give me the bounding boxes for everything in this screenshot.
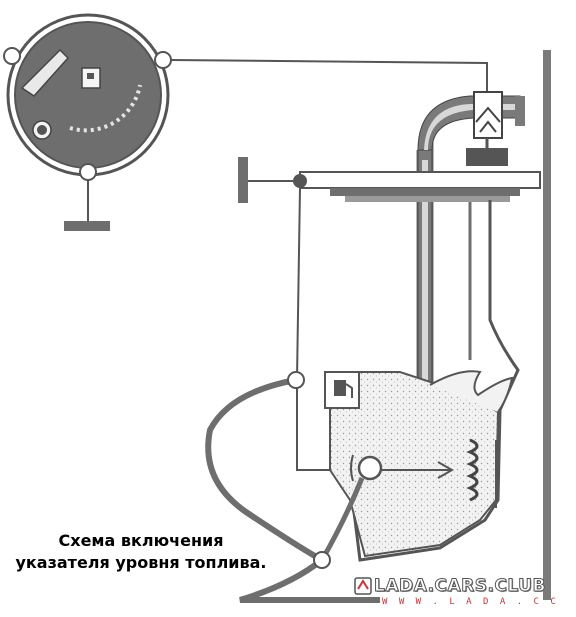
gauge-terminal-right [154, 51, 172, 69]
gauge-terminal-left [3, 47, 21, 65]
sender-terminal-block [466, 91, 508, 166]
float-cable-tail [239, 557, 380, 603]
fuel-gauge [3, 13, 172, 181]
tank-flange [299, 171, 541, 202]
float-lever [350, 454, 455, 482]
signal-wire [170, 59, 488, 92]
gauge-face [14, 21, 162, 169]
rheostat-coil [466, 438, 497, 508]
tank-wall [543, 50, 551, 600]
float-pivot [357, 455, 383, 481]
float-arm [319, 477, 365, 562]
fuel-pump-icon [81, 67, 101, 89]
fuel-surface-wave [429, 370, 514, 413]
diagram-caption: Схема включения указателя уровня топлива… [10, 530, 272, 574]
gauge-needle [20, 48, 70, 97]
gauge-terminal-bottom [79, 163, 97, 181]
flange-ground-symbol [238, 157, 307, 203]
watermark-title: LADA.CARS.CLUB [374, 576, 546, 597]
tank-fuel-icon [324, 371, 360, 409]
ground-wire [296, 187, 360, 471]
cable-terminal-lower [313, 551, 331, 569]
site-watermark: LADA.CARS.CLUB W W W . L A D A . C C [352, 574, 558, 610]
caption-line-2: указателя уровня топлива. [15, 553, 267, 572]
float-cable [205, 377, 324, 563]
car-emblem-icon [354, 577, 372, 595]
caption-line-1: Схема включения [58, 531, 224, 550]
watermark-url: W W W . L A D A . C C [382, 597, 559, 607]
tank-outline [348, 200, 520, 562]
gauge-ground-symbol [64, 180, 110, 231]
cable-terminal-upper [287, 371, 305, 389]
